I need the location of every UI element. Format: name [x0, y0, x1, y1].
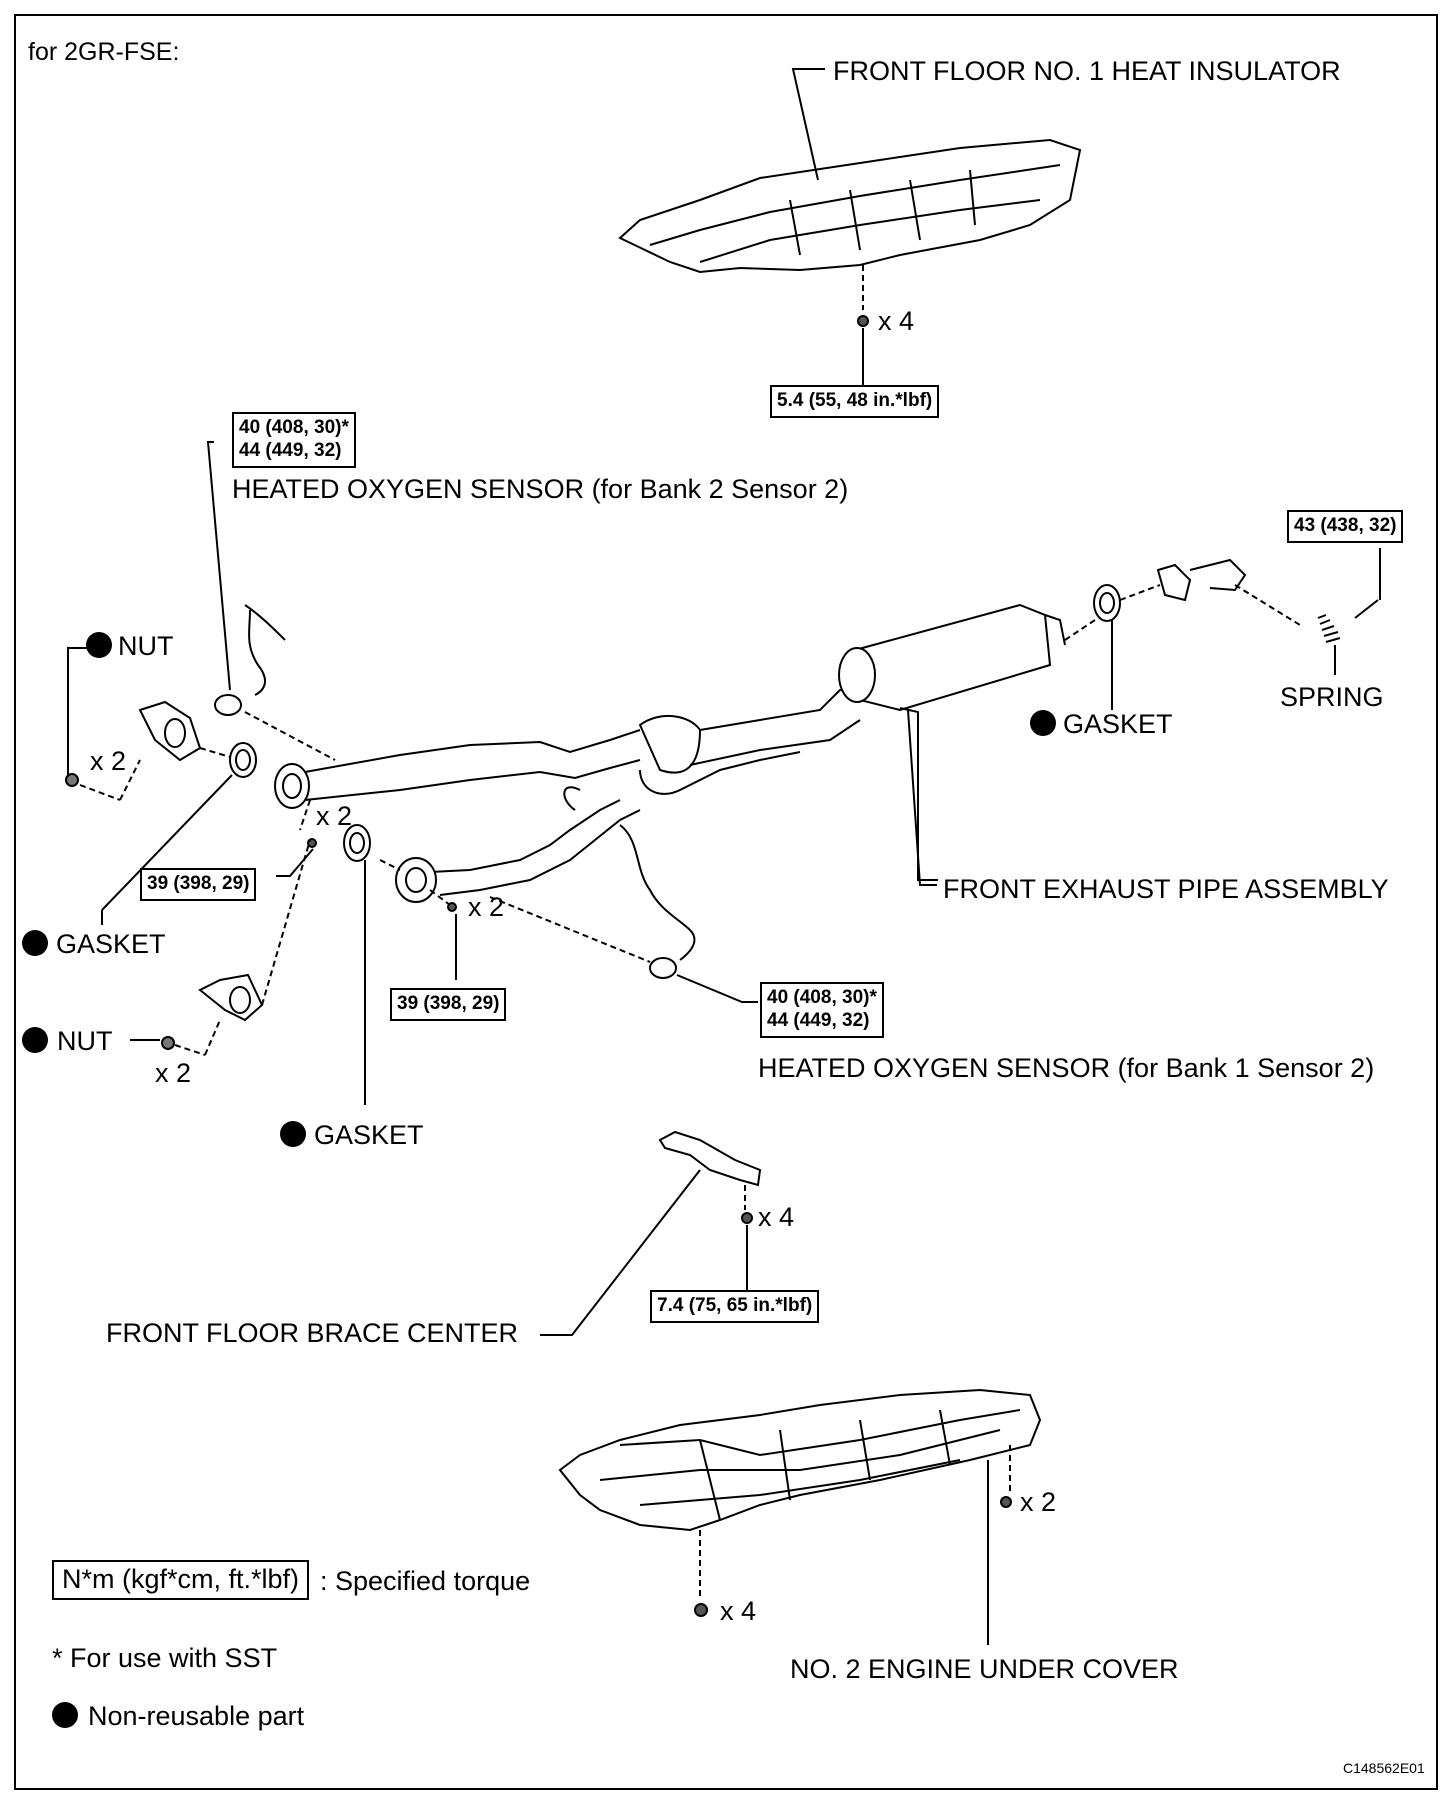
front-exhaust-pipe-part [274, 603, 1096, 903]
gasket-right-label: GASKET [1063, 709, 1173, 739]
legend-torque-text: : Specified torque [320, 1566, 531, 1596]
o2-bank1-torque: 40 (408, 30)* 44 (449, 32) [760, 982, 884, 1038]
brace-qty: x 4 [758, 1202, 795, 1232]
insulator-torque: 5.4 (55, 48 in.*lbf) [770, 385, 940, 418]
heat-insulator-label: FRONT FLOOR NO. 1 HEAT INSULATOR [833, 56, 1341, 86]
gasket-left-label: GASKET [56, 929, 166, 959]
figure-code: C148562E01 [1343, 1760, 1425, 1776]
o2-bank1-torque-line1: 40 (408, 30)* [767, 987, 877, 1008]
non-reusable-marker-gasket-left [22, 930, 48, 956]
nut-top-label: NUT [118, 631, 174, 661]
insulator-qty: x 4 [878, 306, 915, 336]
o2-bank2-torque-line1: 40 (408, 30)* [239, 417, 349, 438]
spring-part [1317, 614, 1341, 675]
gasket-mid-part [343, 824, 371, 862]
cover-right-qty: x 2 [1020, 1487, 1057, 1517]
bolt-mid-qty: x 2 [468, 892, 505, 922]
gasket-left-part [229, 742, 257, 778]
rear-pipe-flange-part [1156, 558, 1301, 626]
front-exhaust-label: FRONT EXHAUST PIPE ASSEMBLY [943, 874, 1389, 904]
legend-torque-box: N*m (kgf*cm, ft.*lbf) [52, 1560, 310, 1600]
manifold-flange-lower-part [198, 839, 311, 1022]
o2-bank2-torque: 40 (408, 30)* 44 (449, 32) [232, 412, 356, 468]
engine-header: for 2GR-FSE: [28, 38, 180, 66]
flange-left-torque: 39 (398, 29) [140, 868, 257, 901]
legend-non-reusable-dot [52, 1702, 78, 1728]
o2-bank2-torque-line2: 44 (449, 32) [239, 439, 342, 461]
o2-sensor-bank2-part [214, 604, 286, 716]
nut-top-qty: x 2 [90, 746, 127, 776]
gasket-mid-label: GASKET [314, 1120, 424, 1150]
diagram-frame [14, 14, 1438, 1790]
legend-non-reusable: Non-reusable part [88, 1701, 305, 1731]
heat-insulator-part [618, 138, 1082, 327]
non-reusable-marker-nut-top [86, 632, 112, 658]
manifold-flange-left-part [138, 700, 202, 762]
brace-label: FRONT FLOOR BRACE CENTER [106, 1318, 519, 1348]
cover-left-qty: x 4 [720, 1596, 757, 1626]
flange-mid-torque: 39 (398, 29) [390, 988, 507, 1021]
under-cover-part [558, 1388, 1042, 1645]
o2-bank1-torque-line2: 44 (449, 32) [767, 1009, 870, 1031]
spring-label: SPRING [1280, 682, 1384, 712]
o2-bank1-label: HEATED OXYGEN SENSOR (for Bank 1 Sensor … [758, 1053, 1375, 1083]
o2-sensor-bank1-part [489, 824, 758, 1003]
legend-sst: * For use with SST [52, 1643, 278, 1673]
non-reusable-marker-gasket-mid [280, 1121, 306, 1147]
brace-torque: 7.4 (75, 65 in.*lbf) [650, 1290, 820, 1323]
o2-bank2-label: HEATED OXYGEN SENSOR (for Bank 2 Sensor … [232, 474, 849, 504]
bolt-left-qty: x 2 [316, 801, 353, 831]
non-reusable-marker-gasket-right [1030, 710, 1056, 736]
nut-bottom-label: NUT [57, 1026, 113, 1056]
non-reusable-marker-nut-bottom [22, 1027, 48, 1053]
gasket-right-part [1093, 584, 1121, 622]
floor-brace-part [540, 1130, 762, 1336]
spring-bolt-torque: 43 (438, 32) [1287, 510, 1404, 543]
under-cover-label: NO. 2 ENGINE UNDER COVER [790, 1654, 1179, 1684]
nut-bottom-qty: x 2 [155, 1058, 192, 1088]
